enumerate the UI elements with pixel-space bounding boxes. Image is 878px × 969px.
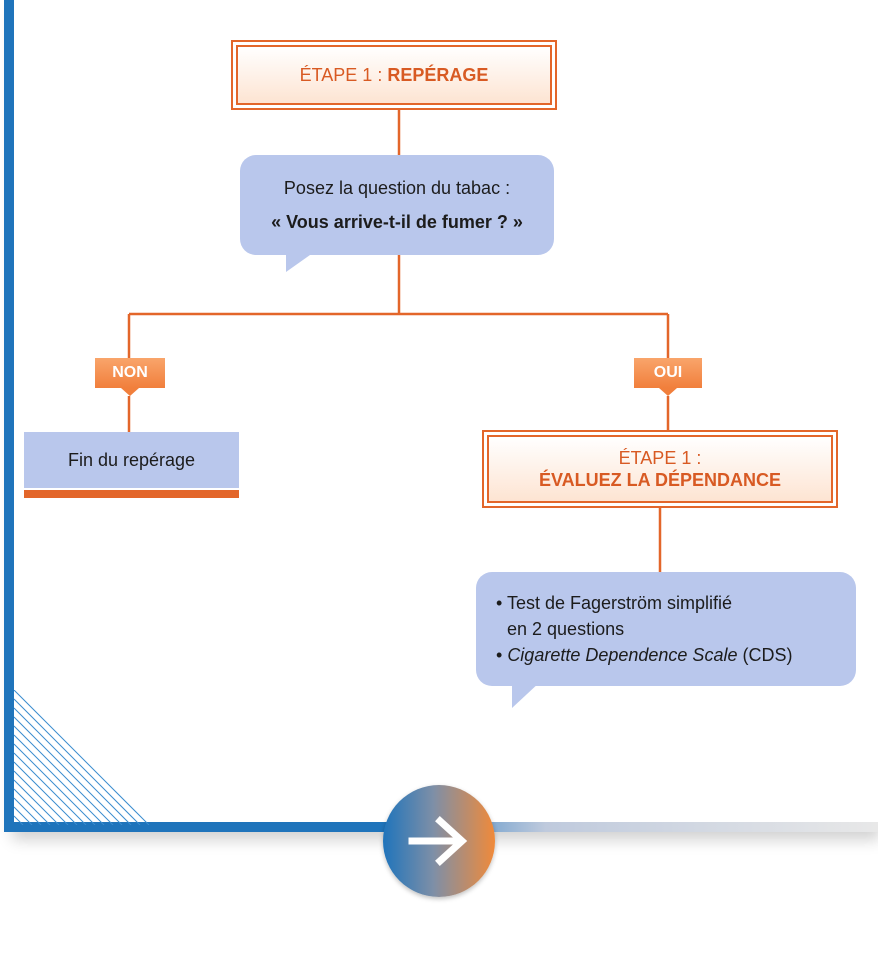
- step1-prefix: ÉTAPE 1 :: [299, 64, 383, 85]
- end-box: Fin du repérage: [24, 432, 239, 488]
- yes-badge: OUI: [634, 358, 702, 396]
- test-item-fagerstrom-cont: en 2 questions: [496, 616, 846, 642]
- bullet-icon: •: [496, 593, 507, 613]
- test-item-cds: • Cigarette Dependence Scale (CDS): [496, 642, 846, 668]
- end-label: Fin du repérage: [67, 449, 196, 470]
- test-item-fagerstrom: • Test de Fagerström simplifié: [496, 590, 846, 616]
- yes-label: OUI: [653, 364, 683, 381]
- question-bubble: Posez la question du tabac : « Vous arri…: [240, 155, 554, 255]
- step1-title: REPÉRAGE: [387, 64, 489, 85]
- test-item2-suffix: (CDS): [742, 645, 793, 665]
- question-intro: Posez la question du tabac :: [283, 178, 511, 198]
- frame-left-border: [4, 0, 14, 832]
- test-item1-line1: Test de Fagerström simplifié: [506, 593, 733, 613]
- test-item1-line2: en 2 questions: [507, 619, 625, 639]
- bullet-icon: •: [496, 645, 508, 665]
- no-badge: NON: [95, 358, 165, 396]
- next-page-button[interactable]: [383, 785, 495, 897]
- step2-box: ÉTAPE 1 : ÉVALUEZ LA DÉPENDANCE: [482, 430, 838, 508]
- test-item2-italic: Cigarette Dependence Scale: [507, 645, 738, 665]
- tests-bubble: • Test de Fagerström simplifié en 2 ques…: [476, 572, 856, 686]
- page-frame: [10, 0, 878, 832]
- step2-title: ÉVALUEZ LA DÉPENDANCE: [538, 470, 781, 490]
- hatch-decoration: [14, 690, 150, 825]
- question-text: « Vous arrive-t-il de fumer ? »: [271, 212, 523, 232]
- end-underline: [24, 490, 239, 498]
- step1-heading: ÉTAPE 1 : REPÉRAGE: [238, 65, 550, 86]
- arrow-right-icon: [408, 816, 468, 866]
- step1-box: ÉTAPE 1 : REPÉRAGE: [231, 40, 557, 110]
- no-label: NON: [112, 364, 148, 381]
- step2-prefix: ÉTAPE 1 :: [618, 448, 702, 468]
